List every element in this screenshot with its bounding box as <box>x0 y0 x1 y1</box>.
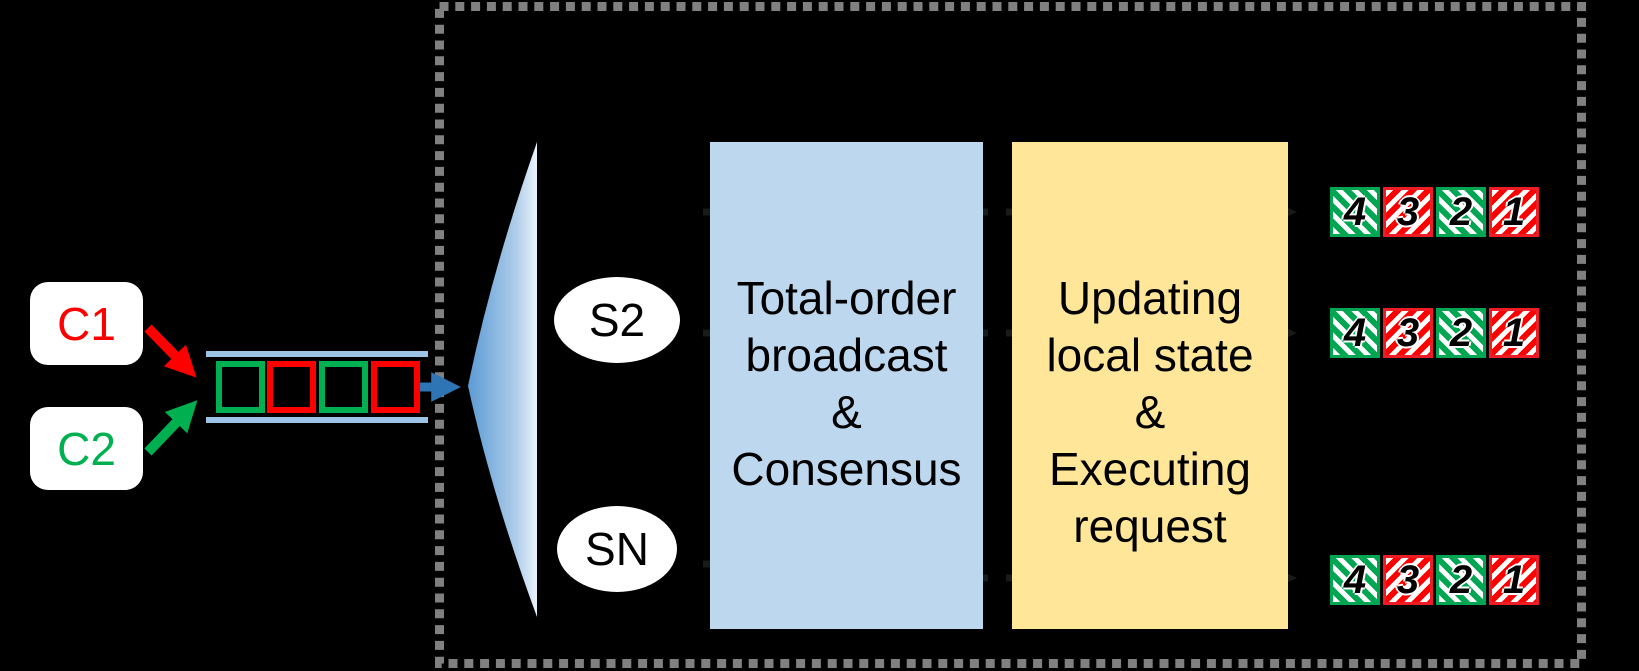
ordered-request-cell: 2 <box>1436 187 1486 237</box>
ordered-request-cell: 4 <box>1330 308 1380 358</box>
input-queue-slot-2 <box>267 361 316 413</box>
ordered-request-number: 2 <box>1449 557 1473 602</box>
client-c2-label: C2 <box>57 422 116 475</box>
ordered-request-number: 1 <box>1502 557 1526 602</box>
input-queue-bottom-rail <box>206 417 428 423</box>
ordered-request-number: 3 <box>1396 557 1420 602</box>
output-queue-row-2: 4 3 2 1 <box>1330 308 1539 358</box>
input-queue-top-rail <box>206 351 428 357</box>
ordered-request-number: 2 <box>1449 189 1473 234</box>
ordered-request-number: 3 <box>1396 310 1420 355</box>
hidden-arrow-notch <box>1006 208 1017 216</box>
ordered-request-cell: 4 <box>1330 187 1380 237</box>
input-queue-slot-3 <box>319 361 368 413</box>
client-c2-box: C2 <box>30 407 143 490</box>
server-sn-node: SN <box>557 506 677 592</box>
input-queue-slot-1 <box>216 361 265 413</box>
ordered-request-cell: 1 <box>1489 555 1539 605</box>
client-c1-label: C1 <box>57 297 116 350</box>
hidden-arrow-notch <box>703 329 714 337</box>
stage-broadcast-line: Consensus <box>731 443 962 495</box>
ordered-request-number: 1 <box>1502 189 1526 234</box>
server-s2-label: S2 <box>588 294 646 346</box>
hidden-arrow-notch <box>703 208 714 216</box>
server-sn-label: SN <box>585 523 649 575</box>
output-queue-row-1: 4 3 2 1 <box>1330 187 1539 237</box>
client-c1-box: C1 <box>30 282 143 365</box>
stage-broadcast-line: & <box>831 386 862 438</box>
stage-execute-line: Executing <box>1048 443 1251 495</box>
ordered-request-cell: 1 <box>1489 308 1539 358</box>
system-boundary-dashed-border <box>435 2 1586 668</box>
ordered-request-number: 1 <box>1502 310 1526 355</box>
ordered-request-cell: 2 <box>1436 308 1486 358</box>
fan-out-funnel <box>468 142 537 617</box>
ordered-request-cell: 3 <box>1383 187 1433 237</box>
stage-execute-line: Updating <box>1057 272 1243 324</box>
hidden-arrow-notch <box>1006 329 1017 337</box>
ordered-request-cell: 4 <box>1330 555 1380 605</box>
ordered-request-number: 3 <box>1396 189 1420 234</box>
stage-broadcast-line: Total-order <box>736 272 957 324</box>
stage-broadcast-line: broadcast <box>745 329 948 381</box>
input-queue-slot-4 <box>371 361 420 413</box>
stage-execute-line: local state <box>1046 329 1254 381</box>
ordered-request-cell: 3 <box>1383 308 1433 358</box>
hidden-arrow-notch <box>703 560 714 568</box>
hidden-arrow-notch <box>1006 574 1017 582</box>
ordered-request-cell: 1 <box>1489 187 1539 237</box>
stage-total-order-broadcast: Total-order broadcast & Consensus <box>710 142 983 629</box>
ordered-request-cell: 2 <box>1436 555 1486 605</box>
c2-request-arrow <box>144 400 198 456</box>
stage-update-and-execute: Updating local state & Executing request <box>1012 142 1288 629</box>
stage-execute-line: & <box>1134 386 1166 438</box>
ordered-request-cell: 3 <box>1383 555 1433 605</box>
server-s2-node: S2 <box>554 277 680 363</box>
ordered-request-number: 4 <box>1343 310 1367 355</box>
ordered-request-number: 4 <box>1343 189 1367 234</box>
ordered-request-number: 4 <box>1343 557 1367 602</box>
output-queue-row-3: 4 3 2 1 <box>1330 555 1539 605</box>
stage-execute-line: request <box>1073 500 1227 552</box>
c1-request-arrow <box>144 324 197 378</box>
ordered-request-number: 2 <box>1449 310 1473 355</box>
